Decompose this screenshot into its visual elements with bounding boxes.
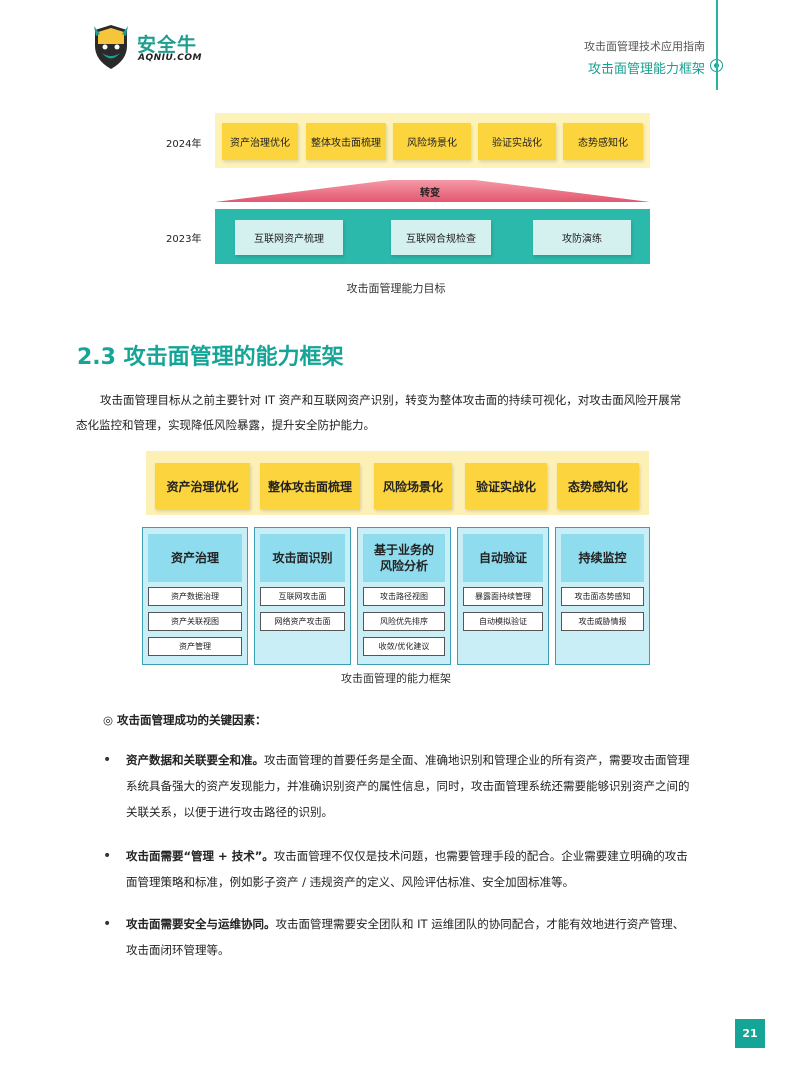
capability-title: 基于业务的风险分析 (363, 534, 445, 582)
capability-item: 攻击路径视图 (363, 587, 445, 606)
capability-item: 网络资产攻击面 (260, 612, 345, 631)
capability-item: 收敛/优化建议 (363, 637, 445, 656)
baseline-box: 互联网合规检查 (391, 220, 491, 255)
figure2-caption: 攻击面管理的能力框架 (341, 672, 451, 685)
framework-goal-box: 整体攻击面梳理 (260, 463, 360, 509)
page-number: 21 (735, 1019, 765, 1048)
factor-lead: 攻击面需要“管理 + 技术”。 (126, 849, 274, 863)
transition-label: 转变 (420, 188, 440, 199)
framework-goal-box: 验证实战化 (465, 463, 547, 509)
factor-text: 面管理策略和标准，例如影子资产 / 违规资产的定义、风险评估标准、安全加固标准等… (126, 875, 575, 889)
goal-box: 态势感知化 (563, 123, 643, 160)
transition-arrow-shape (215, 180, 650, 202)
capability-title: 攻击面识别 (260, 534, 345, 582)
framework-goal-box: 资产治理优化 (155, 463, 250, 509)
capability-item: 自动模拟验证 (463, 612, 543, 631)
capability-item: 攻击威胁情报 (561, 612, 644, 631)
goal-box: 验证实战化 (478, 123, 556, 160)
header-divider (716, 0, 718, 90)
factor-text: 攻击面闭环管理等。 (126, 943, 230, 957)
baseline-box: 攻防演练 (533, 220, 631, 255)
year-2023-label: 2023年 (166, 234, 202, 245)
bullet-icon: • (103, 848, 112, 864)
section-heading: 2.3 攻击面管理的能力框架 (77, 345, 344, 370)
capability-column-asset-governance: 资产治理 资产数据治理 资产关联视图 资产管理 (142, 527, 248, 665)
capability-title: 持续监控 (561, 534, 644, 582)
figure1-caption: 攻击面管理能力目标 (346, 282, 446, 295)
goal-box: 资产治理优化 (222, 123, 298, 160)
bullet-icon: • (103, 752, 112, 768)
framework-goal-box: 态势感知化 (557, 463, 639, 509)
factor-item: 资产数据和关联要全和准。攻击面管理的首要任务是全面、准确地识别和管理企业的所有资… (126, 747, 718, 825)
capability-item: 互联网攻击面 (260, 587, 345, 606)
shield-logo-icon (94, 25, 128, 69)
logo: 安全牛 AQNIU.COM (92, 24, 212, 72)
logo-subtext: AQNIU.COM (138, 53, 202, 63)
factor-lead: 攻击面需要安全与运维协同。 (126, 917, 276, 931)
factors-heading: ◎ 攻击面管理成功的关键因素： (103, 713, 267, 727)
bullet-icon: • (103, 916, 112, 932)
baseline-box: 互联网资产梳理 (235, 220, 343, 255)
capability-item: 攻击面态势感知 (561, 587, 644, 606)
factor-item: 攻击面需要安全与运维协同。攻击面管理需要安全团队和 IT 运维团队的协同配合，才… (126, 911, 718, 963)
capability-title: 资产治理 (148, 534, 242, 582)
header-guide-title: 攻击面管理技术应用指南 (584, 40, 705, 53)
framework-goal-box: 风险场景化 (374, 463, 452, 509)
capability-item: 资产关联视图 (148, 612, 242, 631)
factor-item: 攻击面需要“管理 + 技术”。攻击面管理不仅仅是技术问题，也需要管理手段的配合。… (126, 843, 718, 895)
factor-lead: 资产数据和关联要全和准。 (126, 753, 264, 767)
factor-text: 攻击面管理需要安全团队和 IT 运维团队的协同配合，才能有效地进行资产管理、 (275, 917, 685, 931)
header-section-title: 攻击面管理能力框架 (587, 62, 705, 77)
logo-text: 安全牛 (137, 34, 198, 56)
factor-text: 攻击面管理的首要任务是全面、准确地识别和管理企业的所有资产，需要攻击面管理 (264, 753, 690, 767)
capability-title: 自动验证 (463, 534, 543, 582)
year-2024-label: 2024年 (166, 139, 202, 150)
capability-column-risk-analysis: 基于业务的风险分析 攻击路径视图 风险优先排序 收敛/优化建议 (357, 527, 451, 665)
capability-column-auto-validation: 自动验证 暴露面持续管理 自动模拟验证 (457, 527, 549, 665)
factor-text: 攻击面管理不仅仅是技术问题，也需要管理手段的配合。企业需要建立明确的攻击 (273, 849, 688, 863)
goal-box: 整体攻击面梳理 (306, 123, 386, 160)
intro-line-1: 攻击面管理目标从之前主要针对 IT 资产和互联网资产识别，转变为整体攻击面的持续… (100, 393, 682, 407)
factor-text: 系统具备强大的资产发现能力，并准确识别资产的属性信息，同时，攻击面管理系统还需要… (126, 779, 690, 793)
factor-text: 关联关系，以便于进行攻击路径的识别。 (126, 805, 333, 819)
capability-item: 资产数据治理 (148, 587, 242, 606)
capability-item: 暴露面持续管理 (463, 587, 543, 606)
capability-item: 资产管理 (148, 637, 242, 656)
intro-line-2: 态化监控和管理，实现降低风险暴露，提升安全防护能力。 (76, 418, 375, 432)
capability-item: 风险优先排序 (363, 612, 445, 631)
capability-column-attack-surface-identification: 攻击面识别 互联网攻击面 网络资产攻击面 (254, 527, 351, 665)
goal-box: 风险场景化 (393, 123, 471, 160)
capability-column-continuous-monitoring: 持续监控 攻击面态势感知 攻击威胁情报 (555, 527, 650, 665)
